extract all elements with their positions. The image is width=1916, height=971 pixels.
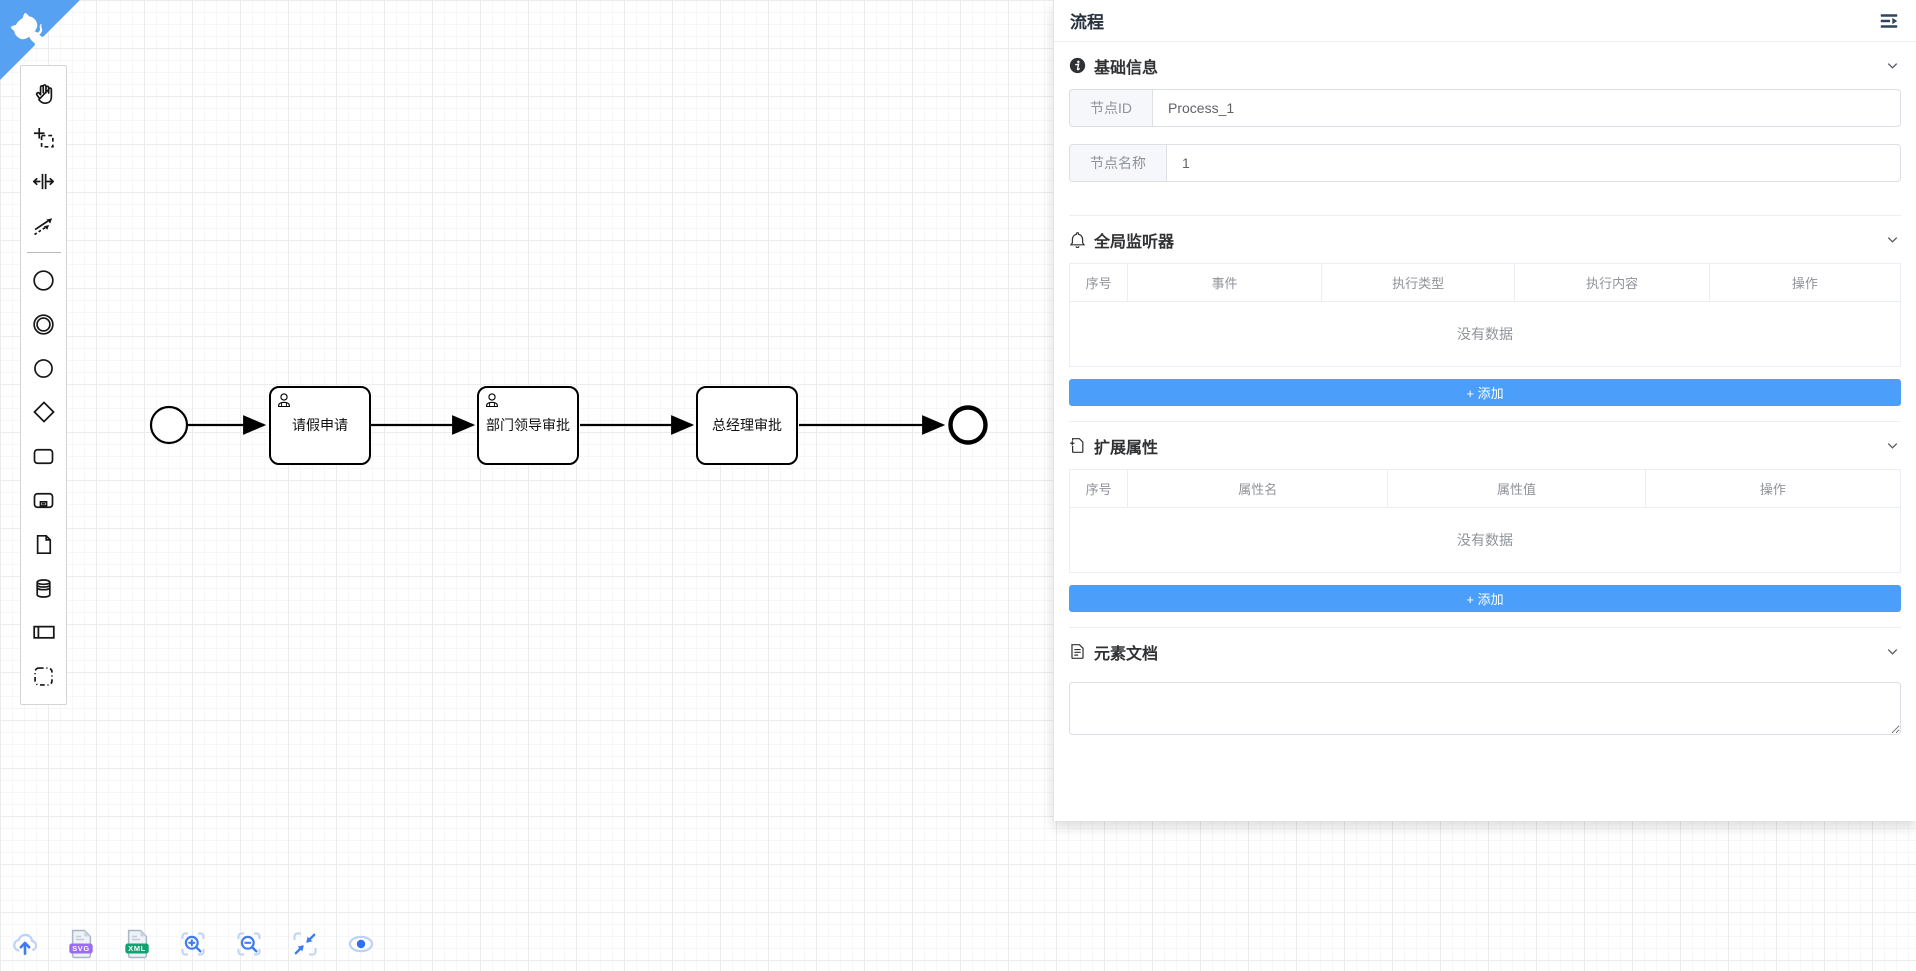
data-object-icon[interactable] [21,522,67,566]
user-task-node[interactable]: 请假申请 [269,386,371,465]
field-node-name: 节点名称 [1069,144,1901,182]
section-doc-head: 元素文档 [1069,628,1901,675]
gateway-icon[interactable] [21,390,67,434]
global-connect-icon[interactable] [21,203,67,247]
github-octocat-icon[interactable] [0,0,80,80]
upload-icon[interactable] [11,929,39,959]
add-listener-button[interactable]: + 添加 [1069,379,1901,406]
intermediate-event-icon[interactable] [21,302,67,346]
section-basic-head: 基础信息 [1069,42,1901,89]
expand-icon[interactable] [1878,10,1900,32]
document-add-icon [1069,438,1084,453]
listeners-table: 序号 事件 执行类型 执行内容 操作 没有数据 [1068,263,1902,367]
element-doc-textarea[interactable] [1069,682,1901,735]
col-header: 操作 [1708,263,1902,302]
data-store-icon[interactable] [21,566,67,610]
xml-badge-label: XML [128,944,145,953]
chevron-down-icon[interactable] [1885,438,1900,458]
panel-header: 流程 [1054,0,1916,42]
panel-title: 流程 [1070,13,1104,32]
col-header: 执行类型 [1320,263,1516,302]
group-icon[interactable] [21,654,67,698]
node-name-input[interactable] [1166,144,1901,182]
section-attributes-head: 扩展属性 [1069,422,1901,469]
start-event-icon[interactable] [21,258,67,302]
task-label: 总经理审批 [712,417,782,433]
section-basic-info: 基础信息 节点ID 节点名称 [1069,42,1901,216]
task-label: 部门领导审批 [486,417,570,433]
section-extended-attributes: 扩展属性 序号 属性名 属性值 操作 没有数据 [1068,422,1902,628]
field-label: 节点ID [1069,89,1152,127]
empty-data-text: 没有数据 [1069,301,1901,367]
end-event-node[interactable] [948,405,988,445]
octocat-body [10,12,44,46]
task-label: 请假申请 [292,417,348,433]
node-id-input[interactable] [1152,89,1901,127]
chevron-down-icon[interactable] [1885,232,1900,252]
col-header: 操作 [1644,469,1902,508]
task-node[interactable]: 总经理审批 [696,386,798,465]
svg-file-icon[interactable]: SVG [67,929,95,959]
section-listeners-head: 全局监听器 [1069,216,1901,263]
add-attribute-button[interactable]: + 添加 [1069,585,1901,612]
end-event-icon[interactable] [21,346,67,390]
section-global-listeners: 全局监听器 序号 事件 执行类型 执行内容 操作 没有数据 [1068,216,1902,422]
footer-toolbar: SVG XML [11,929,375,959]
document-icon [1071,644,1084,659]
col-header: 序号 [1068,469,1129,508]
task-icon[interactable] [21,434,67,478]
col-header: 序号 [1068,263,1129,302]
user-icon [486,393,498,408]
empty-data-text: 没有数据 [1069,507,1901,573]
lasso-tool-icon[interactable] [21,115,67,159]
octocat-arm [36,23,43,35]
user-task-node[interactable]: 部门领导审批 [477,386,579,465]
chevron-down-icon[interactable] [1885,58,1900,78]
bpmn-palette [20,65,67,705]
chevron-down-icon[interactable] [1885,644,1900,664]
section-element-doc: 元素文档 [1069,628,1901,755]
field-node-id: 节点ID [1069,89,1901,127]
section-title: 基础信息 [1094,59,1159,77]
info-filled-icon [1069,57,1086,74]
panel-body: 基础信息 节点ID 节点名称 全局监听器 [1054,42,1916,755]
hand-tool-icon[interactable] [21,71,67,115]
col-header: 属性名 [1127,469,1389,508]
field-label: 节点名称 [1069,144,1166,182]
col-header: 属性值 [1387,469,1646,508]
subprocess-icon[interactable] [21,478,67,522]
participant-icon[interactable] [21,610,67,654]
compress-icon[interactable] [291,929,319,959]
section-title: 全局监听器 [1094,233,1175,251]
zoom-out-icon[interactable] [235,929,263,959]
xml-file-icon[interactable]: XML [123,929,151,959]
col-header: 执行内容 [1514,263,1710,302]
preview-eye-icon[interactable] [347,929,375,959]
user-icon [278,393,290,408]
start-event-node[interactable] [149,405,189,445]
properties-panel: 流程 基础信息 [1053,0,1916,821]
bell-icon [1069,232,1086,248]
svg-badge-label: SVG [72,944,89,953]
col-header: 事件 [1127,263,1322,302]
section-title: 元素文档 [1094,645,1159,663]
palette-separator [26,252,61,253]
attributes-table: 序号 属性名 属性值 操作 没有数据 [1068,469,1902,573]
zoom-in-icon[interactable] [179,929,207,959]
section-title: 扩展属性 [1094,439,1159,457]
space-tool-icon[interactable] [21,159,67,203]
